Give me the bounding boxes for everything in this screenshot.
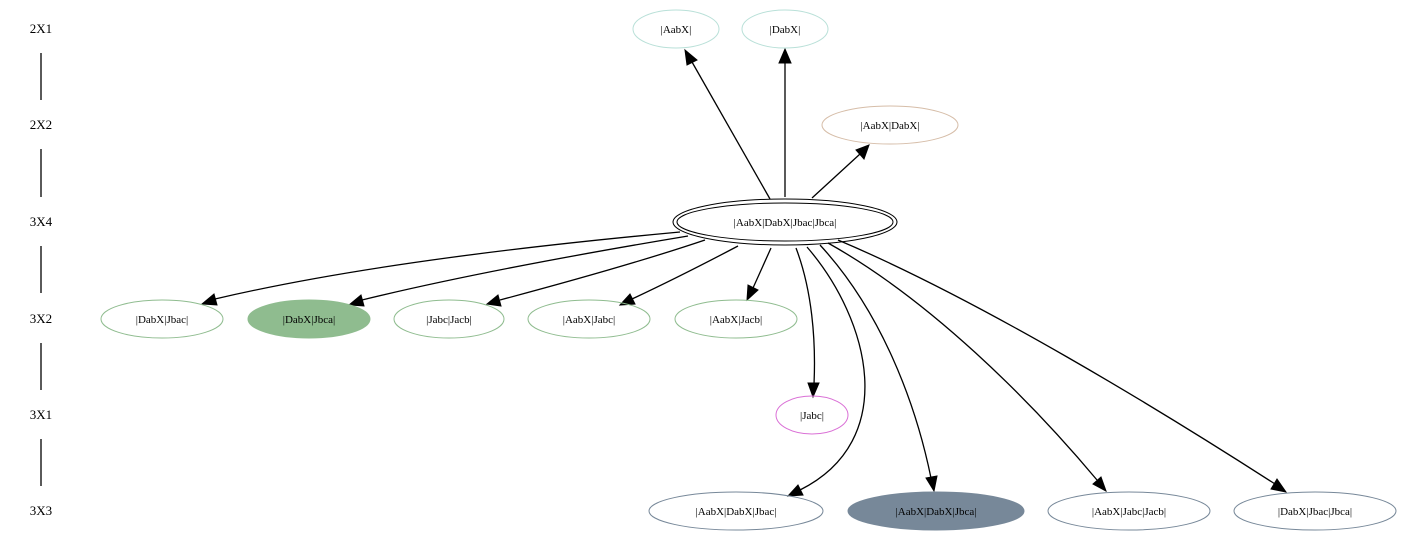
rank-label-3x2: 3X2: [30, 311, 52, 326]
node-dabx-jbac[interactable]: |DabX|Jbac|: [100, 299, 224, 339]
rank-label-3x3: 3X3: [30, 503, 52, 518]
edge-root-aabx-jabc: [631, 245, 739, 300]
node-label: |AabX|: [661, 24, 692, 36]
edge-root-dabx-jbca: [361, 235, 689, 301]
arrowhead: [684, 48, 698, 66]
arrowhead: [347, 294, 365, 307]
node-label: |AabX|DabX|: [860, 120, 919, 132]
node-label: |Jabc|Jacb|: [426, 314, 472, 326]
node-aabx-jabc-jacb[interactable]: |AabX|Jabc|Jacb|: [1047, 491, 1211, 531]
node-label: |DabX|Jbac|: [136, 314, 188, 326]
rank-label-2x2: 2X2: [30, 117, 52, 132]
edge-root-aabx: [691, 61, 771, 200]
node-label: |AabX|DabX|Jbca|: [896, 506, 977, 518]
arrowhead: [1092, 476, 1107, 493]
node-dabx[interactable]: |DabX|: [741, 9, 829, 49]
arrowhead: [807, 382, 820, 399]
node-shape: [393, 299, 505, 339]
arrowhead: [786, 484, 804, 497]
node-root[interactable]: |AabX|DabX|Jbac|Jbca|: [672, 198, 898, 246]
node-shape: [775, 395, 849, 435]
node-label: |AabX|Jabc|Jacb|: [1092, 506, 1166, 518]
node-label: |AabX|DabX|Jbac|Jbca|: [734, 217, 837, 229]
node-aabx[interactable]: |AabX|: [632, 9, 720, 49]
node-aabx-dabx-jbac[interactable]: |AabX|DabX|Jbac|: [648, 491, 824, 531]
arrowhead: [200, 293, 218, 306]
rank-axis: 2X1 2X2 3X4 3X2 3X1 3X3: [30, 21, 53, 518]
node-shape-outer: [672, 198, 898, 246]
node-shape: [1233, 491, 1397, 531]
node-shape: [674, 299, 798, 339]
edge-root-dabx-jbac: [214, 231, 681, 300]
node-shape: [1047, 491, 1211, 531]
edge-root-aabx-dabx-jbca: [819, 244, 932, 479]
edge-root-dabx-jbac-jbca: [837, 239, 1276, 485]
node-shape: [648, 491, 824, 531]
nodes: |AabX| |DabX| |AabX|DabX| |AabX|DabX|Jba…: [100, 9, 1397, 531]
node-jabc[interactable]: |Jabc|: [775, 395, 849, 435]
node-label: |Jabc|: [800, 410, 824, 422]
node-aabx-dabx-jbca[interactable]: |AabX|DabX|Jbca|: [847, 491, 1025, 531]
edge-root-jabc: [795, 247, 816, 385]
edge-root-aabx-dabx: [811, 153, 861, 199]
node-label: |DabX|: [770, 24, 801, 36]
node-dabx-jbac-jbca[interactable]: |DabX|Jbac|Jbca|: [1233, 491, 1397, 531]
node-shape: [821, 105, 959, 145]
edge-root-aabx-jacb: [752, 247, 772, 289]
node-shape: [741, 9, 829, 49]
arrowhead: [746, 284, 759, 302]
arrowhead: [925, 475, 938, 493]
node-dabx-jbca[interactable]: |DabX|Jbca|: [247, 299, 371, 339]
node-shape: [100, 299, 224, 339]
node-label: |AabX|Jabc|: [563, 314, 615, 326]
node-aabx-dabx[interactable]: |AabX|DabX|: [821, 105, 959, 145]
node-label: |DabX|Jbac|Jbca|: [1278, 506, 1352, 518]
rank-label-3x1: 3X1: [30, 407, 52, 422]
edges: [200, 47, 1288, 497]
edge-root-jabc-jacb: [499, 239, 706, 301]
node-label: |DabX|Jbca|: [283, 314, 335, 326]
arrowhead: [855, 144, 870, 160]
edge-root-aabx-jabc-jacb: [827, 242, 1098, 481]
arrowhead: [1270, 478, 1288, 493]
node-shape: [847, 491, 1025, 531]
rank-label-3x4: 3X4: [30, 214, 53, 229]
edge-root-aabx-dabx-jbac: [799, 246, 866, 491]
arrowhead: [778, 47, 792, 64]
node-shape-inner: [676, 202, 894, 242]
node-shape: [247, 299, 371, 339]
node-label: |AabX|DabX|Jbac|: [696, 506, 777, 518]
rank-label-2x1: 2X1: [30, 21, 52, 36]
node-jabc-jacb[interactable]: |Jabc|Jacb|: [393, 299, 505, 339]
arrowhead: [485, 294, 502, 307]
node-aabx-jacb[interactable]: |AabX|Jacb|: [674, 299, 798, 339]
node-shape: [527, 299, 651, 339]
node-label: |AabX|Jacb|: [710, 314, 762, 326]
node-aabx-jabc[interactable]: |AabX|Jabc|: [527, 299, 651, 339]
node-shape: [632, 9, 720, 49]
